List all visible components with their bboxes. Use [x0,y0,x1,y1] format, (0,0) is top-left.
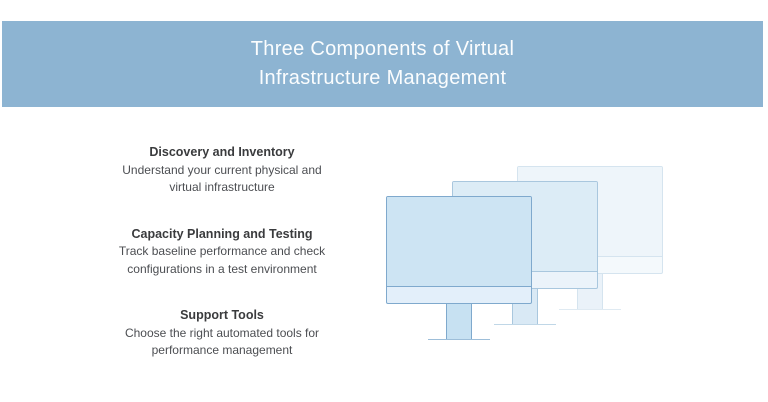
monitor-base [494,323,556,325]
section-title: Capacity Planning and Testing [131,226,313,241]
monitor-screen [518,167,662,257]
monitor-icon-back [517,166,663,312]
page-title-line-2: Infrastructure Management [258,67,507,89]
section-capacity-planning-and-testing: Capacity Planning and Testing Track base… [97,226,347,279]
section-description-line: Track baseline performance and check [118,244,326,258]
monitor-stand [446,304,472,339]
page-title: Three Components of Virtual Infrastructu… [251,35,514,93]
monitor-base [559,308,621,310]
monitor-screen [387,197,531,287]
components-list: Discovery and Inventory Understand your … [97,144,347,389]
section-discovery-and-inventory: Discovery and Inventory Understand your … [97,144,347,197]
monitor-screen [453,182,597,272]
page-title-line-1: Three Components of Virtual [250,38,515,60]
monitor-stand [577,274,603,309]
section-title: Support Tools [180,308,264,322]
section-support-tools: Support Tools Choose the right automated… [97,307,347,360]
section-description-line: Understand your current physical and [122,162,322,177]
section-description-line: Choose the right automated tools for [124,325,320,340]
section-title: Discovery and Inventory [149,145,295,159]
monitor-icon-front [386,196,532,342]
section-description-line: virtual infrastructure [169,180,275,194]
monitor-stand [512,289,538,324]
monitor-body [452,181,598,289]
title-banner: Three Components of Virtual Infrastructu… [2,21,763,107]
monitor-icon-middle [452,181,598,327]
section-description-line: performance management [151,343,293,357]
monitor-base [428,338,490,340]
monitor-body [386,196,532,304]
section-description-line: configurations in a test environment [127,261,317,276]
monitor-body [517,166,663,274]
